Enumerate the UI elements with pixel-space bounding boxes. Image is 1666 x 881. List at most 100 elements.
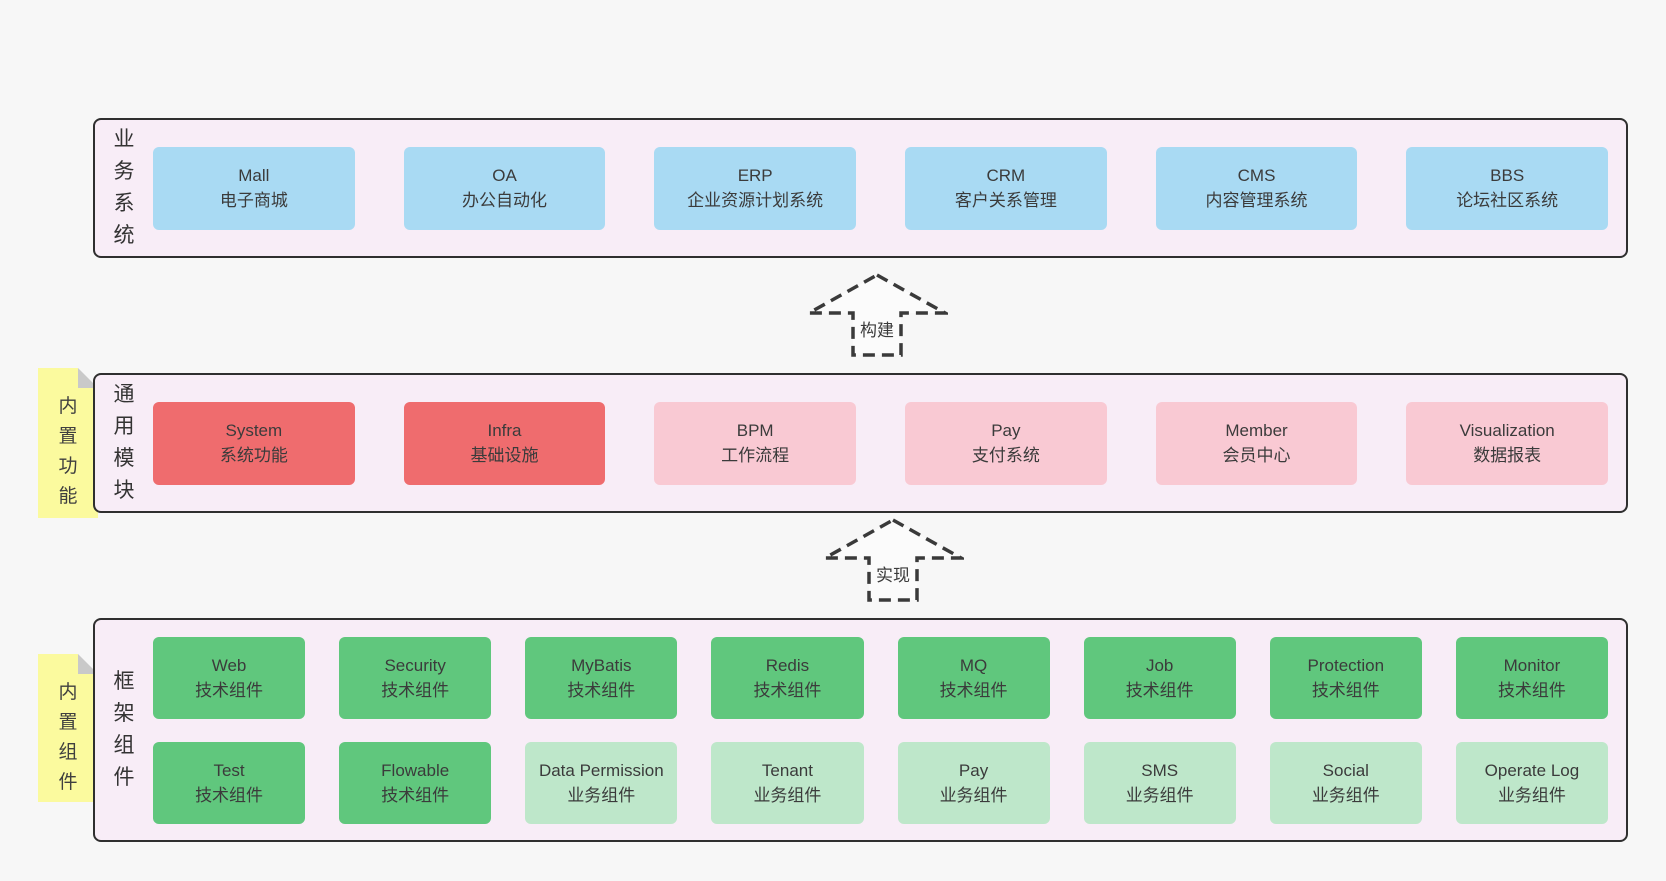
framework-row-1: Web 技术组件 Security 技术组件 MyBatis 技术组件 Redi… — [153, 636, 1608, 719]
box-bbs: BBS 论坛社区系统 — [1406, 146, 1609, 230]
box-title: Member — [1225, 421, 1288, 440]
box-title: Infra — [487, 421, 522, 440]
box-title: Mall — [238, 166, 270, 185]
arrow-up-icon — [822, 517, 964, 602]
box-title: Tenant — [761, 760, 813, 780]
sticky-note-label: 内置功能 — [58, 396, 78, 507]
arrow-up-icon — [806, 272, 948, 357]
arrow-build-label: 构建 — [860, 321, 894, 340]
box-pay-component: Pay 业务组件 — [897, 741, 1050, 824]
box-redis: Redis 技术组件 — [711, 636, 864, 719]
box-test: Test 技术组件 — [153, 741, 306, 824]
box-subtitle: 数据报表 — [1473, 446, 1542, 465]
box-tenant: Tenant 业务组件 — [711, 741, 864, 824]
box-title: BBS — [1490, 166, 1525, 185]
section-common-modules: 通用模块 System 系统功能 Infra 基础设施 BPM 工作流程 Pay… — [93, 373, 1628, 513]
box-subtitle: 支付系统 — [971, 446, 1040, 465]
box-title: Protection — [1307, 655, 1385, 675]
sticky-note-builtin-components: 内置组件 — [38, 654, 98, 802]
box-subtitle: 技术组件 — [381, 785, 450, 805]
box-oa: OA 办公自动化 — [403, 146, 606, 230]
box-title: Monitor — [1503, 655, 1561, 675]
section-label-column: 业务系统 — [95, 120, 153, 256]
box-title: Operate Log — [1484, 760, 1580, 780]
framework-boxes-grid: Web 技术组件 Security 技术组件 MyBatis 技术组件 Redi… — [153, 620, 1626, 840]
box-mall: Mall 电子商城 — [153, 146, 355, 230]
box-subtitle: 办公自动化 — [462, 191, 547, 210]
section-label-column: 框架组件 — [95, 620, 153, 840]
sticky-note-builtin-features: 内置功能 — [38, 368, 98, 518]
box-title: Web — [211, 655, 247, 675]
box-subtitle: 技术组件 — [567, 680, 636, 700]
framework-row-2: Test 技术组件 Flowable 技术组件 Data Permission … — [153, 741, 1608, 824]
box-title: Test — [213, 760, 245, 780]
box-subtitle: 业务组件 — [1497, 785, 1566, 805]
box-job: Job 技术组件 — [1083, 636, 1236, 719]
box-member: Member 会员中心 — [1155, 401, 1358, 485]
box-subtitle: 会员中心 — [1222, 446, 1291, 465]
box-infra: Infra 基础设施 — [403, 401, 606, 485]
box-title: MQ — [959, 655, 988, 675]
box-title: CMS — [1237, 166, 1276, 185]
box-subtitle: 技术组件 — [753, 680, 822, 700]
box-subtitle: 电子商城 — [219, 191, 288, 210]
box-mq: MQ 技术组件 — [897, 636, 1050, 719]
box-subtitle: 企业资源计划系统 — [687, 191, 824, 210]
box-title: System — [225, 421, 283, 440]
box-title: ERP — [737, 166, 773, 185]
box-security: Security 技术组件 — [339, 636, 492, 719]
box-subtitle: 业务组件 — [753, 785, 822, 805]
box-title: Redis — [765, 655, 810, 675]
box-system: System 系统功能 — [153, 401, 355, 485]
box-social: Social 业务组件 — [1269, 741, 1422, 824]
box-subtitle: 技术组件 — [1311, 680, 1380, 700]
box-subtitle: 技术组件 — [939, 680, 1008, 700]
box-subtitle: 工作流程 — [721, 446, 790, 465]
business-boxes-row: Mall 电子商城 OA 办公自动化 ERP 企业资源计划系统 CRM 客户关系… — [153, 120, 1626, 256]
box-subtitle: 技术组件 — [195, 680, 264, 700]
box-subtitle: 内容管理系统 — [1205, 191, 1308, 210]
box-title: Visualization — [1459, 421, 1555, 440]
box-title: CRM — [986, 166, 1026, 185]
box-subtitle: 业务组件 — [1125, 785, 1194, 805]
box-title: BPM — [736, 421, 774, 440]
box-sms: SMS 业务组件 — [1083, 741, 1236, 824]
box-title: Security — [384, 655, 446, 675]
box-operate-log: Operate Log 业务组件 — [1455, 741, 1608, 824]
box-subtitle: 系统功能 — [219, 446, 288, 465]
box-subtitle: 基础设施 — [470, 446, 539, 465]
box-title: Flowable — [381, 760, 450, 780]
box-title: SMS — [1141, 760, 1179, 780]
section-label-business-systems: 业务系统 — [113, 128, 135, 247]
arrow-build: 构建 — [806, 272, 948, 358]
box-subtitle: 技术组件 — [381, 680, 450, 700]
box-subtitle: 技术组件 — [1125, 680, 1194, 700]
section-framework-components: 框架组件 Web 技术组件 Security 技术组件 MyBatis 技术组件… — [93, 618, 1628, 842]
box-monitor: Monitor 技术组件 — [1455, 636, 1608, 719]
box-data-permission: Data Permission 业务组件 — [525, 741, 678, 824]
section-label-common-modules: 通用模块 — [113, 383, 135, 502]
box-crm: CRM 客户关系管理 — [905, 146, 1107, 230]
box-subtitle: 论坛社区系统 — [1456, 191, 1559, 210]
section-label-framework-components: 框架组件 — [113, 670, 135, 789]
box-title: Job — [1145, 655, 1174, 675]
box-web: Web 技术组件 — [153, 636, 306, 719]
sticky-note-label: 内置组件 — [58, 682, 78, 793]
box-subtitle: 技术组件 — [1497, 680, 1566, 700]
box-subtitle: 技术组件 — [195, 785, 264, 805]
arrow-implement-label: 实现 — [876, 566, 910, 585]
box-title: OA — [492, 166, 517, 185]
section-label-column: 通用模块 — [95, 375, 153, 511]
box-title: Pay — [958, 760, 989, 780]
section-business-systems: 业务系统 Mall 电子商城 OA 办公自动化 ERP 企业资源计划系统 CRM… — [93, 118, 1628, 258]
box-title: Social — [1322, 760, 1369, 780]
box-visualization: Visualization 数据报表 — [1406, 401, 1609, 485]
box-bpm: BPM 工作流程 — [654, 401, 857, 485]
box-mybatis: MyBatis 技术组件 — [525, 636, 678, 719]
box-subtitle: 业务组件 — [567, 785, 636, 805]
box-subtitle: 业务组件 — [939, 785, 1008, 805]
box-flowable: Flowable 技术组件 — [339, 741, 492, 824]
box-subtitle: 客户关系管理 — [954, 191, 1057, 210]
box-subtitle: 业务组件 — [1311, 785, 1380, 805]
common-boxes-row: System 系统功能 Infra 基础设施 BPM 工作流程 Pay 支付系统… — [153, 375, 1626, 511]
